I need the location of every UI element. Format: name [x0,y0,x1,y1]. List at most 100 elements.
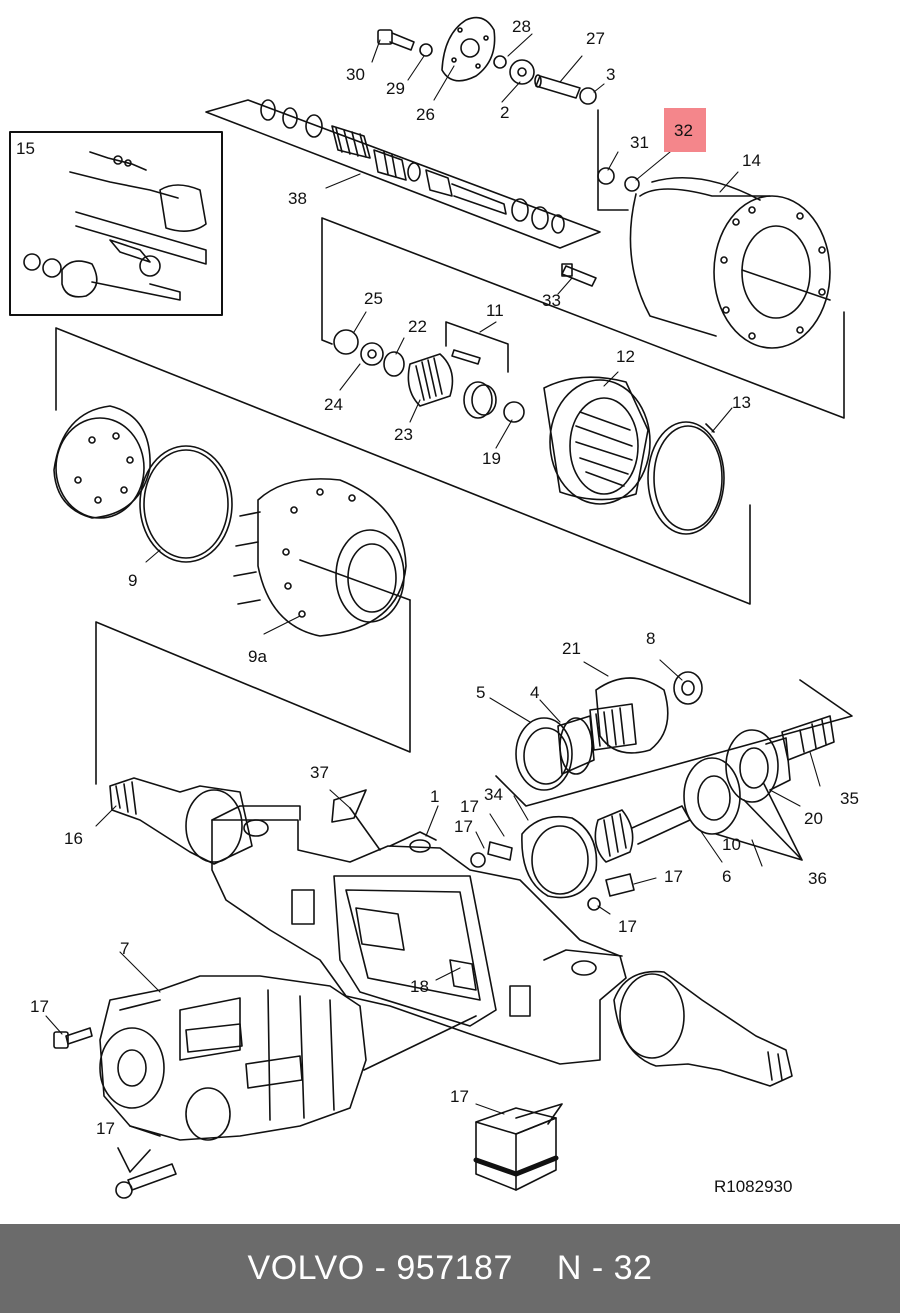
part-20-bearing [725,729,791,803]
callout-18: 18 [410,977,429,996]
callout-21: 21 [562,639,581,658]
callout-2: 2 [500,103,509,122]
part-8-nut [673,671,703,705]
part-30-bolt [377,29,415,51]
callout-27: 27 [586,29,605,48]
callout-11: 11 [486,301,504,320]
callout-9: 9 [128,571,137,590]
diagram-position: N - 32 [556,1249,653,1287]
outline-frame-left [95,599,411,785]
callout-32: 32 [674,121,693,140]
callout-22: 22 [408,317,427,336]
callout-38: 38 [288,189,307,208]
callout-17-f: 17 [450,1087,469,1106]
part-28-washer [493,55,507,69]
part-33-screw [561,263,597,287]
part-37-vent [331,789,381,851]
part-19-washer [503,401,525,423]
part-9-cover [53,405,151,519]
callout-10: 10 [722,835,741,854]
part-7-differential-carrier [99,975,367,1141]
part-right-axle-end [613,970,793,1087]
callout-16: 16 [64,829,83,848]
part-17-sealant-box [473,1103,563,1191]
part-14-housing [597,109,831,349]
callout-20: 20 [804,809,823,828]
part-12-ring-gear [543,376,651,505]
part-26-flange [441,16,496,82]
callout-24: 24 [324,395,343,414]
callout-36: 36 [808,869,827,888]
part-17-bolt-upper [53,1027,93,1049]
exploded-axle-diagram: 30 29 26 28 27 2 3 31 32 14 15 38 33 25 … [9,16,859,1199]
part-24-washer [360,342,384,366]
callout-23: 23 [394,425,413,444]
callout-17-g: 17 [96,1119,115,1138]
part-9a-hub [233,478,411,637]
callout-17-c: 17 [664,867,683,886]
part-17-bolt-lower [115,1163,177,1199]
part-11-pin-set [445,321,509,419]
part-34-bearing-cup [521,815,598,899]
callout-4: 4 [530,683,539,702]
part-footer-bar: VOLVO - 957187 N - 32 [0,1224,900,1313]
callout-33: 33 [542,291,561,310]
outline-frame-planetary [55,327,751,605]
part-27-pin [534,74,581,99]
part-1-axle-housing [211,805,627,1065]
callout-5: 5 [476,683,485,702]
inset-box-15 [9,131,223,316]
leader-lines-misc [117,1015,477,1173]
callout-19: 19 [482,449,501,468]
callout-12: 12 [616,347,635,366]
part-21-flange [589,677,669,754]
part-36-leaders [715,783,803,861]
part-29-washer [419,43,433,57]
outline-frame-diff [495,679,853,807]
callout-37: 37 [310,763,329,782]
part-35-shaft [781,715,835,761]
callout-31: 31 [630,133,649,152]
callout-30: 30 [346,65,365,84]
part-16-axle-shaft [109,777,253,865]
part-38-shaft-assembly [205,99,601,249]
callout-3: 3 [606,65,615,84]
callout-8: 8 [646,629,655,648]
callout-25: 25 [364,289,383,308]
callout-34: 34 [484,785,503,804]
callout-35: 35 [840,789,859,808]
part-13-circlip [647,421,725,535]
part-17-plugs [470,841,635,911]
callout-6: 6 [722,867,731,886]
part-9-oring [139,445,233,563]
callout-28: 28 [512,17,531,36]
part-3-ring [579,87,597,105]
part-4-bearing [557,715,595,775]
part-22-washer [383,351,405,377]
callout-leaders [45,33,821,1115]
part-5-ring [515,717,573,791]
callout-17-b: 17 [454,817,473,836]
part-32-seal [624,176,640,192]
part-6-pinion [594,805,691,863]
brand-part-number: VOLVO - 957187 [247,1249,513,1287]
outline-frame-upper [321,217,845,419]
highlight-part-32 [664,108,706,152]
part-31-nut [597,167,615,185]
part-23-gear [407,353,454,407]
callout-14: 14 [742,151,761,170]
callout-15: 15 [16,139,35,158]
callout-13: 13 [732,393,751,412]
callout-29: 29 [386,79,405,98]
part-2-bush [509,59,535,85]
part-25-circlip [333,329,359,355]
callout-7: 7 [120,939,129,958]
part-10-bearing [683,757,741,835]
callout-9a: 9a [248,647,267,666]
callout-26: 26 [416,105,435,124]
callout-17-a: 17 [460,797,479,816]
callout-1: 1 [430,787,439,806]
drawing-number: R1082930 [714,1177,792,1196]
callout-17-d: 17 [618,917,637,936]
